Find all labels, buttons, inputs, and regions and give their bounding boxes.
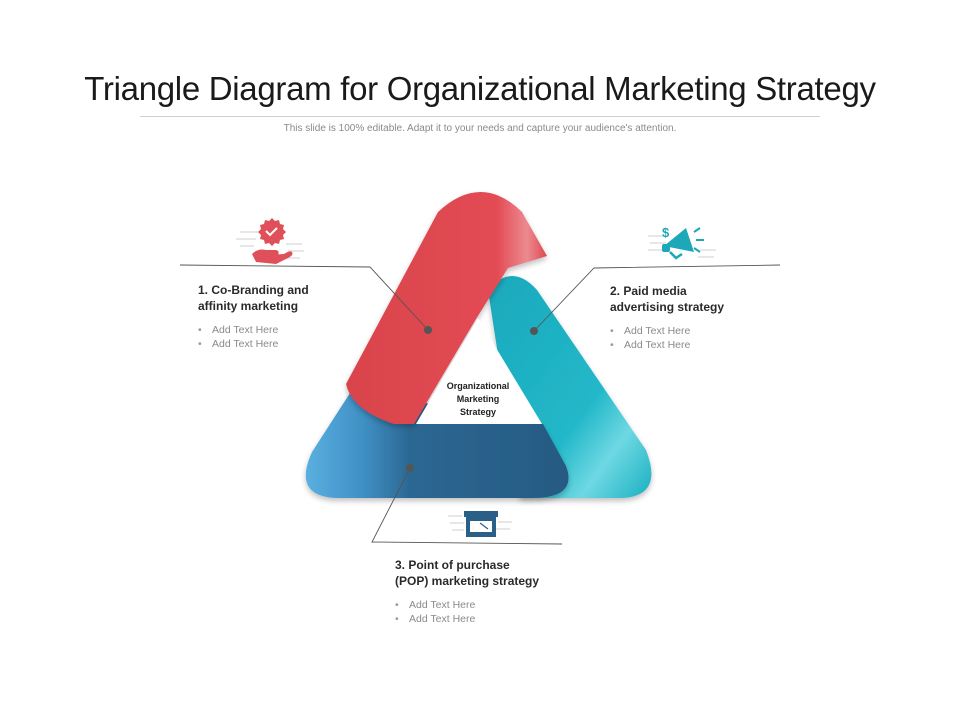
- item-1-bullet: Add Text Here: [198, 323, 368, 337]
- item-1-heading: 1. Co-Branding and affinity marketing: [198, 283, 309, 313]
- hand-badge-icon: [236, 218, 304, 264]
- leader-line-2: [533, 264, 781, 332]
- item-2-bullet: Add Text Here: [610, 324, 780, 338]
- item-3-bullet: Add Text Here: [395, 612, 595, 626]
- marker-dot-3: [406, 464, 414, 472]
- item-1-bullet: Add Text Here: [198, 337, 368, 351]
- item-1-block: 1. Co-Branding and affinity marketing Ad…: [198, 282, 368, 351]
- marker-dot-2: [530, 327, 538, 335]
- leader-line-1: [179, 264, 429, 331]
- title-divider: [140, 116, 820, 117]
- marker-dot-1: [424, 326, 432, 334]
- center-label: Organizational Marketing Strategy: [446, 381, 510, 417]
- item-2-heading: 2. Paid media advertising strategy: [610, 284, 725, 314]
- page-title: Triangle Diagram for Organizational Mark…: [84, 70, 876, 107]
- item-2-bullet: Add Text Here: [610, 338, 780, 352]
- item-3-block: 3. Point of purchase (POP) marketing str…: [395, 557, 595, 626]
- item-3-bullets: Add Text Here Add Text Here: [395, 598, 595, 626]
- item-3-bullet: Add Text Here: [395, 598, 595, 612]
- inner-triangle: [416, 318, 542, 424]
- item-1-bullets: Add Text Here Add Text Here: [198, 323, 368, 351]
- item-2-bullets: Add Text Here Add Text Here: [610, 324, 780, 352]
- megaphone-dollar-icon: $: [648, 225, 716, 260]
- storefront-icon: [448, 511, 512, 537]
- red-arm: [346, 192, 547, 424]
- item-3-heading: 3. Point of purchase (POP) marketing str…: [395, 558, 540, 588]
- svg-text:$: $: [662, 225, 670, 240]
- item-2-block: 2. Paid media advertising strategy Add T…: [610, 283, 780, 352]
- page-subtitle: This slide is 100% editable. Adapt it to…: [283, 123, 677, 134]
- leader-line-3: [371, 467, 563, 545]
